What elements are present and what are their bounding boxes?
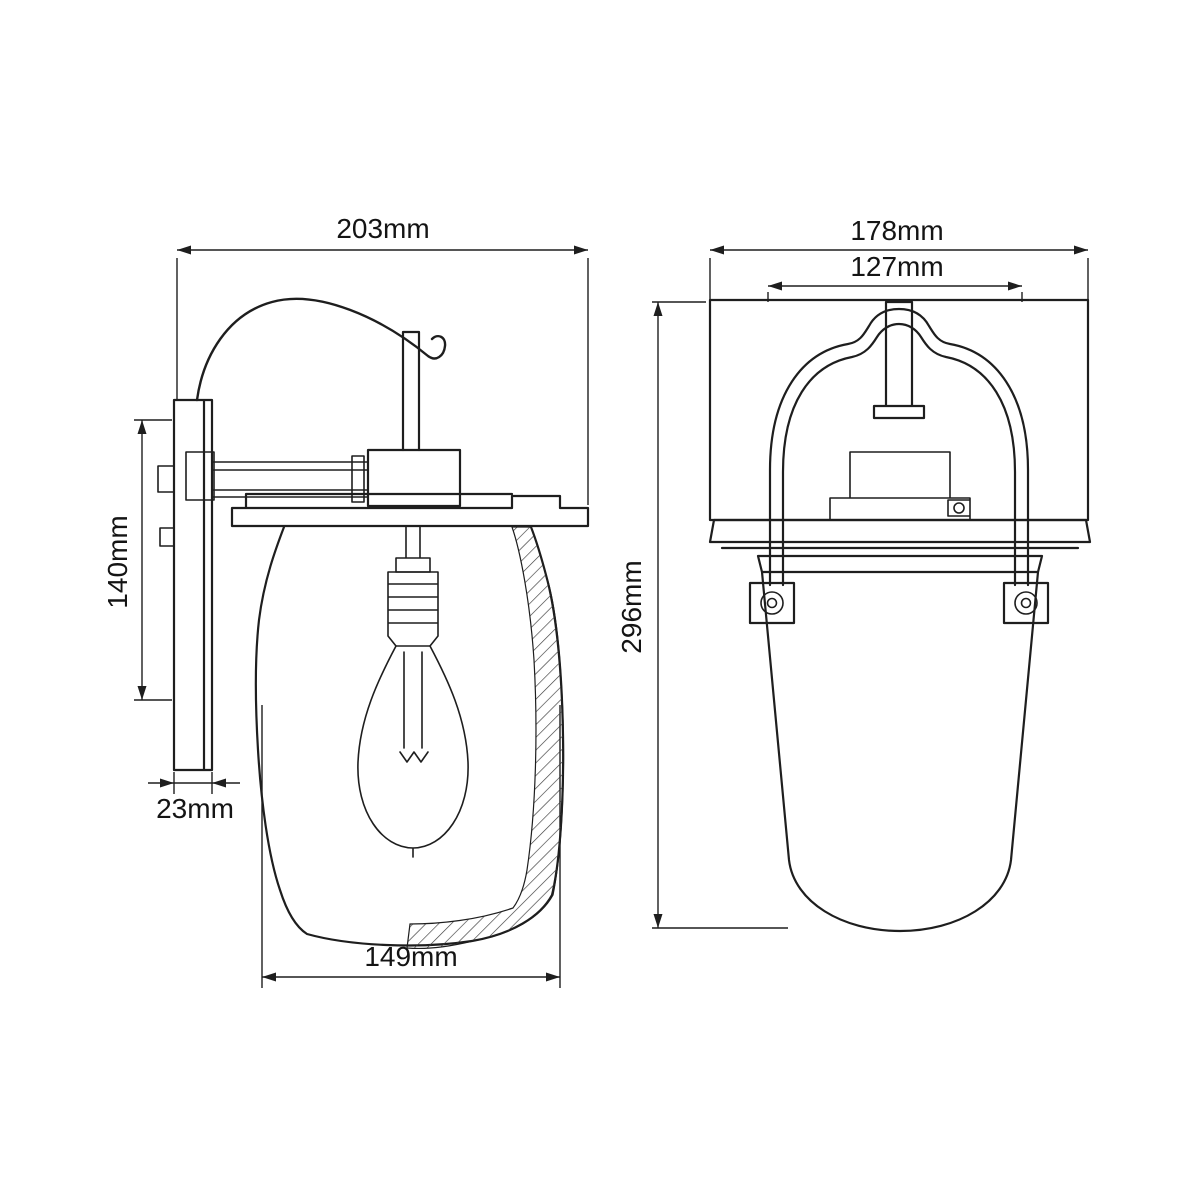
front-backplate [708, 298, 1090, 522]
dim-front-inner-width: 127mm [767, 251, 1023, 302]
front-stem-rod [872, 300, 926, 420]
bulb-glass [357, 645, 469, 858]
dim-178-label: 178mm [850, 215, 943, 246]
socket-stem [395, 526, 431, 573]
dim-296-label: 296mm [616, 560, 647, 653]
dim-backplate-height: 140mm [102, 419, 172, 701]
lamp-socket [387, 571, 439, 647]
dim-front-overall-height: 296mm [616, 301, 788, 929]
front-arch-outer [768, 307, 1030, 587]
side-shade-outline [254, 525, 565, 947]
dim-203-lines [176, 249, 589, 505]
front-shade-outline [756, 554, 1044, 933]
dim-178-lines [709, 249, 1089, 300]
dim-front-overall-width: 178mm [709, 215, 1089, 300]
side-cap-plate [230, 492, 590, 528]
shade-brackets [748, 581, 1050, 625]
side-mounting-bracket [157, 451, 215, 547]
bracket-screw-right-icon [1014, 591, 1038, 615]
dim-140-lines [134, 419, 172, 701]
clamp-screw-icon [953, 502, 965, 514]
front-view: 178mm 127mm 296mm [616, 215, 1092, 933]
dim-127-label: 127mm [850, 251, 943, 282]
front-arch-inner [781, 322, 1017, 587]
bracket-plates [748, 581, 1050, 625]
supply-cord [195, 297, 447, 402]
bulb-filament [399, 651, 429, 763]
side-arm [211, 455, 369, 503]
bracket-screw-left-icon [760, 591, 784, 615]
side-view: 203mm 140mm 23mm 149mm [102, 213, 590, 988]
dim-overall-width: 203mm [176, 213, 589, 505]
bracket-screw-left-center-icon [766, 597, 778, 609]
side-backplate [172, 398, 214, 772]
side-junction-box [366, 448, 462, 508]
dim-23-label: 23mm [156, 793, 234, 824]
dim-23-arrows [160, 778, 226, 788]
dim-203-label: 203mm [336, 213, 429, 244]
shade-section-hatch [406, 526, 565, 950]
dim-140-label: 140mm [102, 515, 133, 608]
front-junction-box [829, 451, 971, 521]
bracket-screw-right-center-icon [1020, 597, 1032, 609]
side-stem-rod [401, 330, 421, 452]
front-cap-plate [708, 518, 1092, 550]
dim-296-lines [652, 301, 788, 929]
dim-backplate-depth: 23mm [148, 772, 240, 824]
